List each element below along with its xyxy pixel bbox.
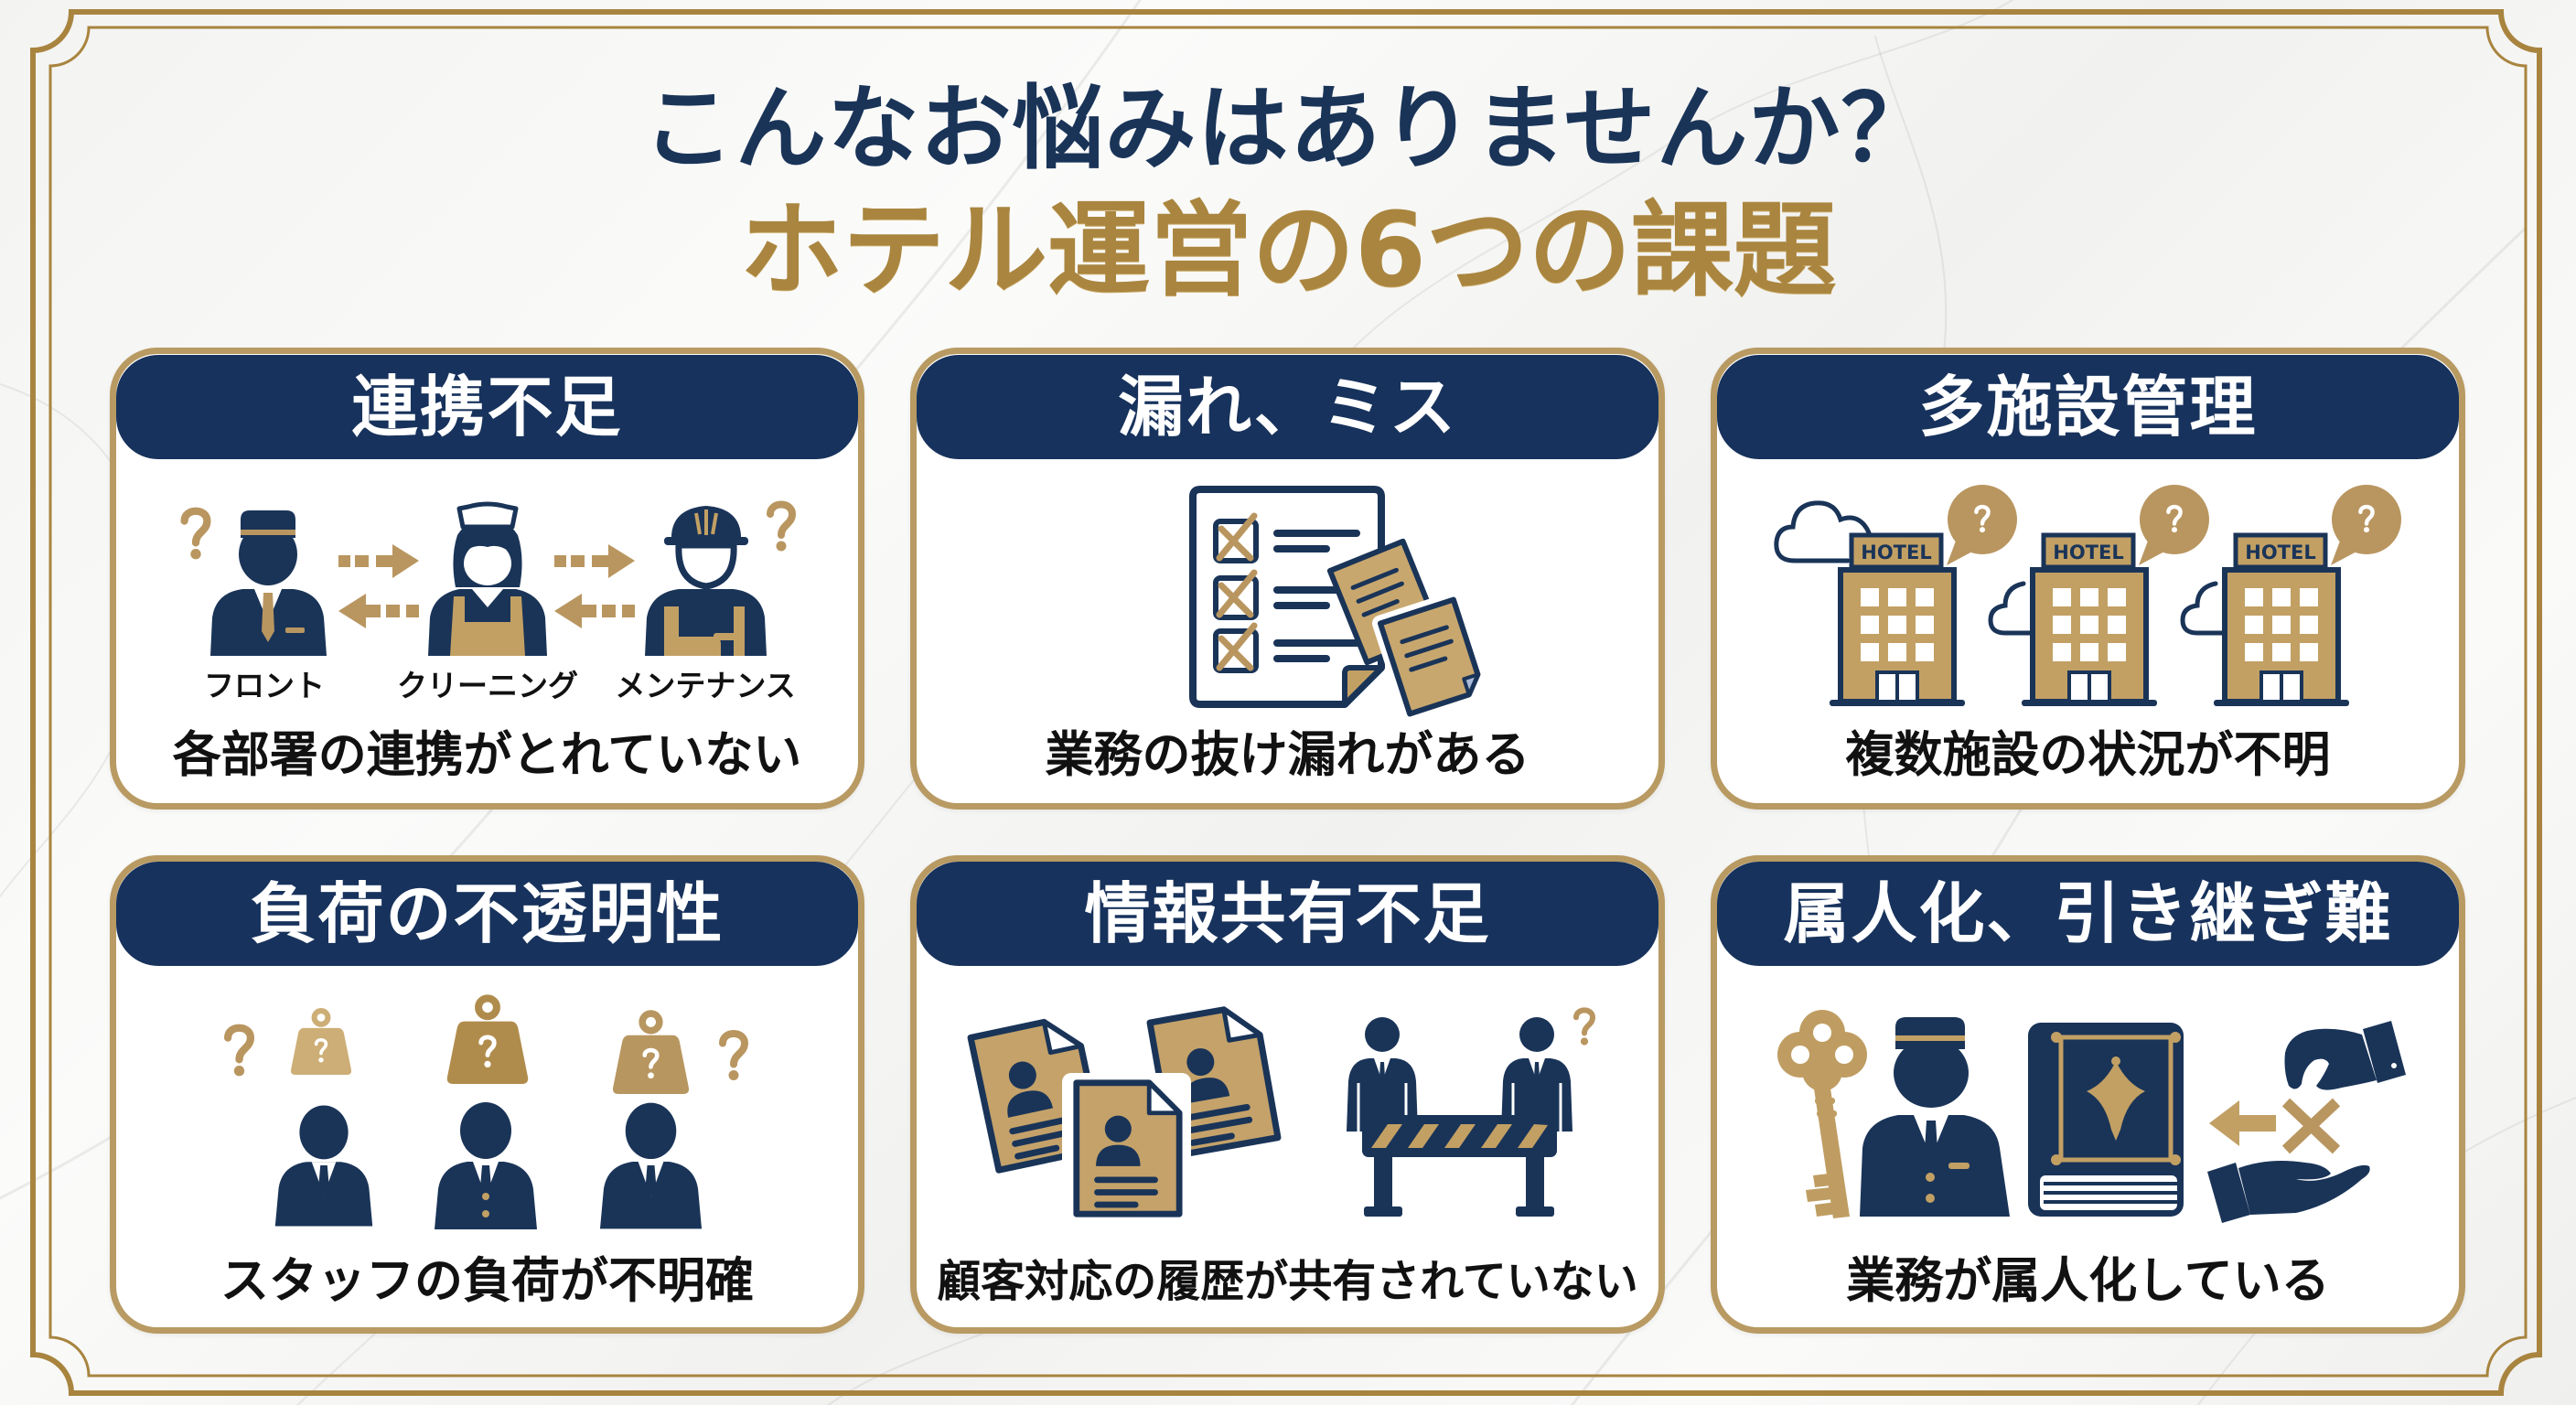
card-description: 業務が属人化している [1846,1253,2330,1309]
barrier-icon [1362,1115,1557,1217]
question-bubble-icon [2139,485,2209,565]
info-barrier-illustration [910,855,1665,1223]
cloud-icon [1988,581,2034,636]
checkbox-row [1213,569,1347,620]
card-title: 属人化、引き継ぎ難 [1717,862,2459,966]
label-front-desk: フロント [204,668,325,703]
page-title: こんなお悩みはありませんか？ [642,75,1934,182]
cloud-icon [1774,500,1873,563]
staff-person-icon [599,1102,703,1229]
hotel-sign-text: HOTEL [1861,542,1931,563]
issue-card-omissions: 漏れ、ミス 業務の抜け漏れがある [910,348,1665,810]
question-mark-icon [723,1034,745,1080]
hotel-building-icon: HOTEL [2214,532,2349,706]
card-title: 漏れ、ミス [917,355,1658,459]
issue-card-coordination: 連携不足 フロント クリーニング メンテナンス 各部署の連携がとれていない [110,348,864,810]
key-icon [1777,1010,1867,1218]
two-way-arrow-icon [554,544,635,628]
card-title: 負荷の不透明性 [116,862,858,966]
question-mark-icon [185,511,208,560]
issue-card-workload: 負荷の不透明性 スタッフの負荷が不明確 [110,855,864,1334]
bellhop-icon [210,510,327,656]
card-title: 多施設管理 [1717,355,2459,459]
hotel-building-icon: HOTEL [2022,532,2157,706]
loose-paper-icon [1371,591,1487,723]
question-mark-icon [770,505,792,552]
issue-card-multi-property: HOTEL HOTEL [1711,348,2465,810]
weight-icon [447,998,528,1084]
two-way-arrow-icon [338,544,419,628]
card-description: 業務の抜け漏れがある [1045,727,1530,783]
left-arrow-icon [2209,1100,2276,1146]
staff-person-icon [274,1105,373,1227]
issue-card-knowledge-silo: 属人化、引き継ぎ難 業務が属人化している [1711,855,2465,1334]
customer-profile-document-icon [1062,1073,1191,1223]
manual-book-icon [2028,1023,2184,1217]
card-description: 各部署の連携がとれていない [172,727,802,783]
question-mark-icon [228,1028,251,1077]
staff-person-icon [1499,1017,1574,1132]
bellhop-icon [1860,1017,2010,1217]
maintenance-worker-icon [645,506,767,656]
question-mark-icon [1576,1010,1593,1045]
card-title: 連携不足 [116,355,858,459]
cross-icon [2281,1098,2341,1154]
checkbox-row [1213,512,1360,563]
handover-illustration [1777,1010,2406,1223]
hotel-building-icon: HOTEL [1830,532,1965,706]
staff-person-icon [1345,1017,1420,1132]
weight-icon [613,1014,689,1094]
multiple-hotels-illustration: HOTEL HOTEL [1774,485,2401,706]
issue-card-info-sharing: 情報共有不足 顧客対応の履歴が共有されていない [910,855,1665,1334]
handover-hands-icon [2207,1021,2406,1223]
label-maintenance: メンテナンス [615,668,796,703]
card-description: 複数施設の状況が不明 [1845,727,2331,783]
checklist-illustration [1189,486,1487,723]
cloud-icon [2180,581,2226,636]
staff-workload-illustration [110,855,864,1229]
checklist-icon [1189,486,1385,708]
question-bubble-icon [1947,485,2017,565]
page-subtitle: ホテル運営の6つの課題 [740,191,1836,310]
card-description: スタッフの負荷が不明確 [220,1253,754,1309]
weight-icon [291,1011,351,1075]
card-description: 顧客対応の履歴が共有されていない [937,1256,1638,1307]
card-title: 情報共有不足 [917,862,1658,966]
checkbox-row [1213,622,1360,673]
question-bubble-icon [2331,485,2401,565]
staff-person-icon [435,1102,537,1229]
label-cleaning: クリーニング [397,668,578,703]
hotel-sign-text: HOTEL [2053,542,2123,563]
hotel-sign-text: HOTEL [2245,542,2315,563]
department-coordination-illustration [110,348,864,656]
maid-icon [428,501,547,656]
